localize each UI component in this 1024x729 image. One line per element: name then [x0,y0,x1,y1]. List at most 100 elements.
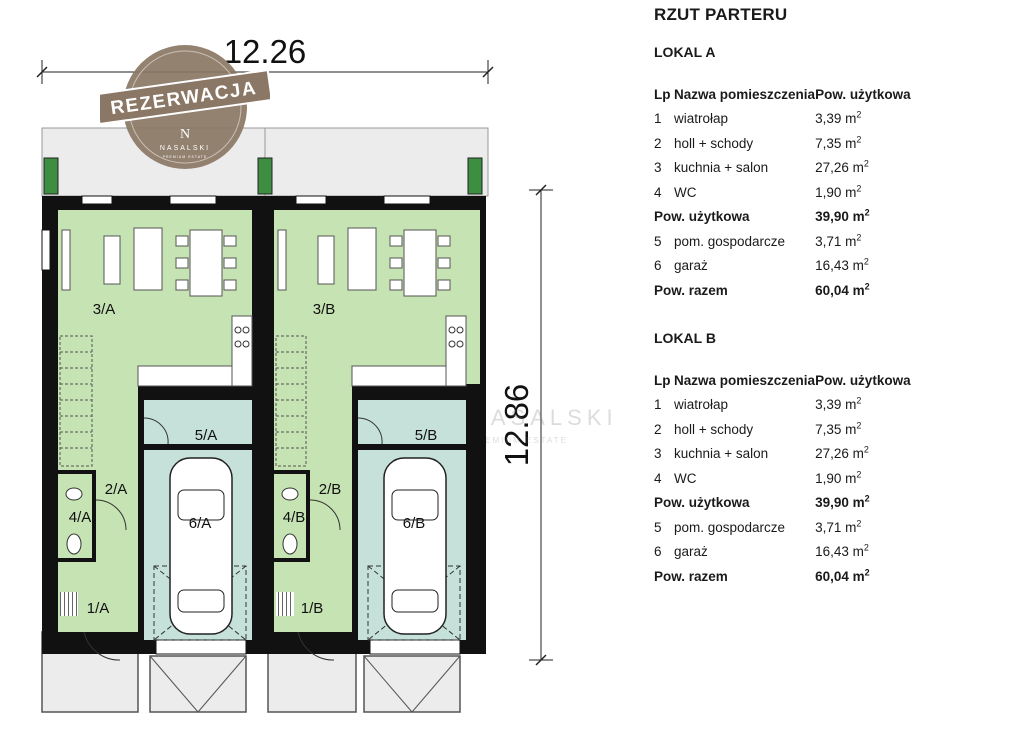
room-label-entry-a: 1/A [87,600,110,617]
table-row: 3 kuchnia + salon 27,26 m2 [654,442,915,467]
row-lp: 1 [654,397,662,413]
total-area: 60,04 m2 [815,567,870,584]
room-label-hall-a: 2/A [105,481,128,498]
room-label-garage-b: 6/B [403,515,426,532]
row-name: holl + schody [674,135,754,151]
room-label-storage-b: 5/B [415,427,438,444]
room-label-storage-a: 5/A [195,427,218,444]
row-lp: 3 [654,446,662,462]
room-area-panel: RZUT PARTERU LOKAL A Lp Nazwa pomieszcze… [654,0,1014,729]
unit-b-table: Lp Nazwa pomieszczenia Pow. użytkowa 1 wi… [654,368,915,589]
height-dimension-label: 12.86 [498,384,535,467]
row-area: 3,71 m2 [815,232,862,249]
driveway-a [149,655,247,713]
unit-a-name: LOKAL A [654,44,716,60]
table-header-row: Lp Nazwa pomieszczenia Pow. użytkowa [654,82,915,107]
table-row: 2 holl + schody 7,35 m2 [654,131,915,156]
header-area: Pow. użytkowa [815,86,911,102]
row-area: 27,26 m2 [815,444,869,462]
row-area: 1,90 m2 [815,183,862,200]
row-name: garaż [674,544,708,560]
total-label: Pow. razem [654,568,728,584]
row-lp: 3 [654,160,662,176]
row-name: kuchnia + salon [674,446,769,462]
table-row: 5 pom. gospodarcze 3,71 m2 [654,229,915,254]
subtotal-row: Pow. użytkowa 39,90 m2 [654,491,915,516]
unit-a-section: LOKAL A Lp Nazwa pomieszczenia Pow. użyt… [654,44,1014,303]
width-dimension-label: 12.26 [224,33,307,70]
row-area: 3,39 m2 [815,395,862,413]
watermark-text: NASALSKI [470,405,618,430]
header-name: Nazwa pomieszczenia [674,86,816,102]
table-row: 6 garaż 16,43 m2 [654,540,915,565]
row-lp: 6 [654,544,662,560]
row-area: 1,90 m2 [815,469,862,486]
row-name: kuchnia + salon [674,160,769,176]
reservation-badge: REZERWACJA N NASALSKI PREMIUM ESTATE [100,45,270,169]
unit-b-plan: 3/B 5/B 2/B 4/B 6/B 1/B [266,195,486,661]
room-label-hall-b: 2/B [319,481,342,498]
room-label-entry-b: 1/B [301,600,324,617]
driveway-b [363,655,461,713]
car-icon [169,457,233,635]
table-row: 1 wiatrołap 3,39 m2 [654,107,915,132]
subtotal-label: Pow. użytkowa [654,495,750,511]
subtotal-label: Pow. użytkowa [654,209,750,225]
unit-a-plan: 3/A 5/A 2/A 4/A 6/A 1/A [41,195,266,661]
room-label-garage-a: 6/A [189,515,212,532]
row-lp: 5 [654,519,662,535]
room-label-living-a: 3/A [93,301,116,318]
row-area: 16,43 m2 [815,256,869,274]
row-lp: 4 [654,184,662,200]
row-area: 3,39 m2 [815,109,862,127]
plant-icon [43,157,59,195]
header-lp: Lp [654,372,671,388]
row-name: WC [674,470,697,486]
watermark: NASALSKI PREMIUM ESTATE [470,405,618,445]
watermark-subtext: PREMIUM ESTATE [470,436,568,445]
row-area: 7,35 m2 [815,134,862,151]
width-dimension: 12.26 [36,33,494,84]
row-lp: 4 [654,470,662,486]
brand-tagline: PREMIUM ESTATE [163,155,208,159]
row-name: garaż [674,258,708,274]
row-name: wiatrołap [674,397,729,413]
subtotal-area: 39,90 m2 [815,493,870,511]
floor-plan-drawing: 12.26 12.86 NASALSKI PREMIUM ESTATE [36,33,618,713]
total-row: Pow. razem 60,04 m2 [654,278,915,303]
row-area: 16,43 m2 [815,542,869,560]
unit-a-table: Lp Nazwa pomieszczenia Pow. użytkowa 1 wi… [654,82,915,303]
row-name: pom. gospodarcze [674,233,786,249]
table-header-row: Lp Nazwa pomieszczenia Pow. użytkowa [654,368,915,393]
row-area: 3,71 m2 [815,518,862,535]
row-lp: 6 [654,258,662,274]
row-lp: 2 [654,135,662,151]
row-lp: 5 [654,233,662,249]
row-lp: 1 [654,111,662,127]
header-area: Pow. użytkowa [815,372,911,388]
subtotal-row: Pow. użytkowa 39,90 m2 [654,205,915,230]
unit-b-section: LOKAL B Lp Nazwa pomieszczenia Pow. użyt… [654,330,1014,589]
table-row: 1 wiatrołap 3,39 m2 [654,393,915,418]
floor-plan: 12.26 12.86 NASALSKI PREMIUM ESTATE [36,33,618,713]
row-area: 27,26 m2 [815,158,869,176]
table-row: 3 kuchnia + salon 27,26 m2 [654,156,915,181]
total-label: Pow. razem [654,282,728,298]
room-label-wc-b: 4/B [283,509,306,526]
plant-icon [257,157,273,195]
table-row: 6 garaż 16,43 m2 [654,254,915,279]
room-label-living-b: 3/B [313,301,336,318]
row-name: wiatrołap [674,111,729,127]
header-lp: Lp [654,86,671,102]
row-lp: 2 [654,421,662,437]
subtotal-area: 39,90 m2 [815,207,870,225]
total-area: 60,04 m2 [815,281,870,298]
row-name: holl + schody [674,421,754,437]
brand-name: NASALSKI [160,145,210,152]
header-name: Nazwa pomieszczenia [674,372,816,388]
plant-icon [467,157,483,195]
unit-b-name: LOKAL B [654,330,716,346]
